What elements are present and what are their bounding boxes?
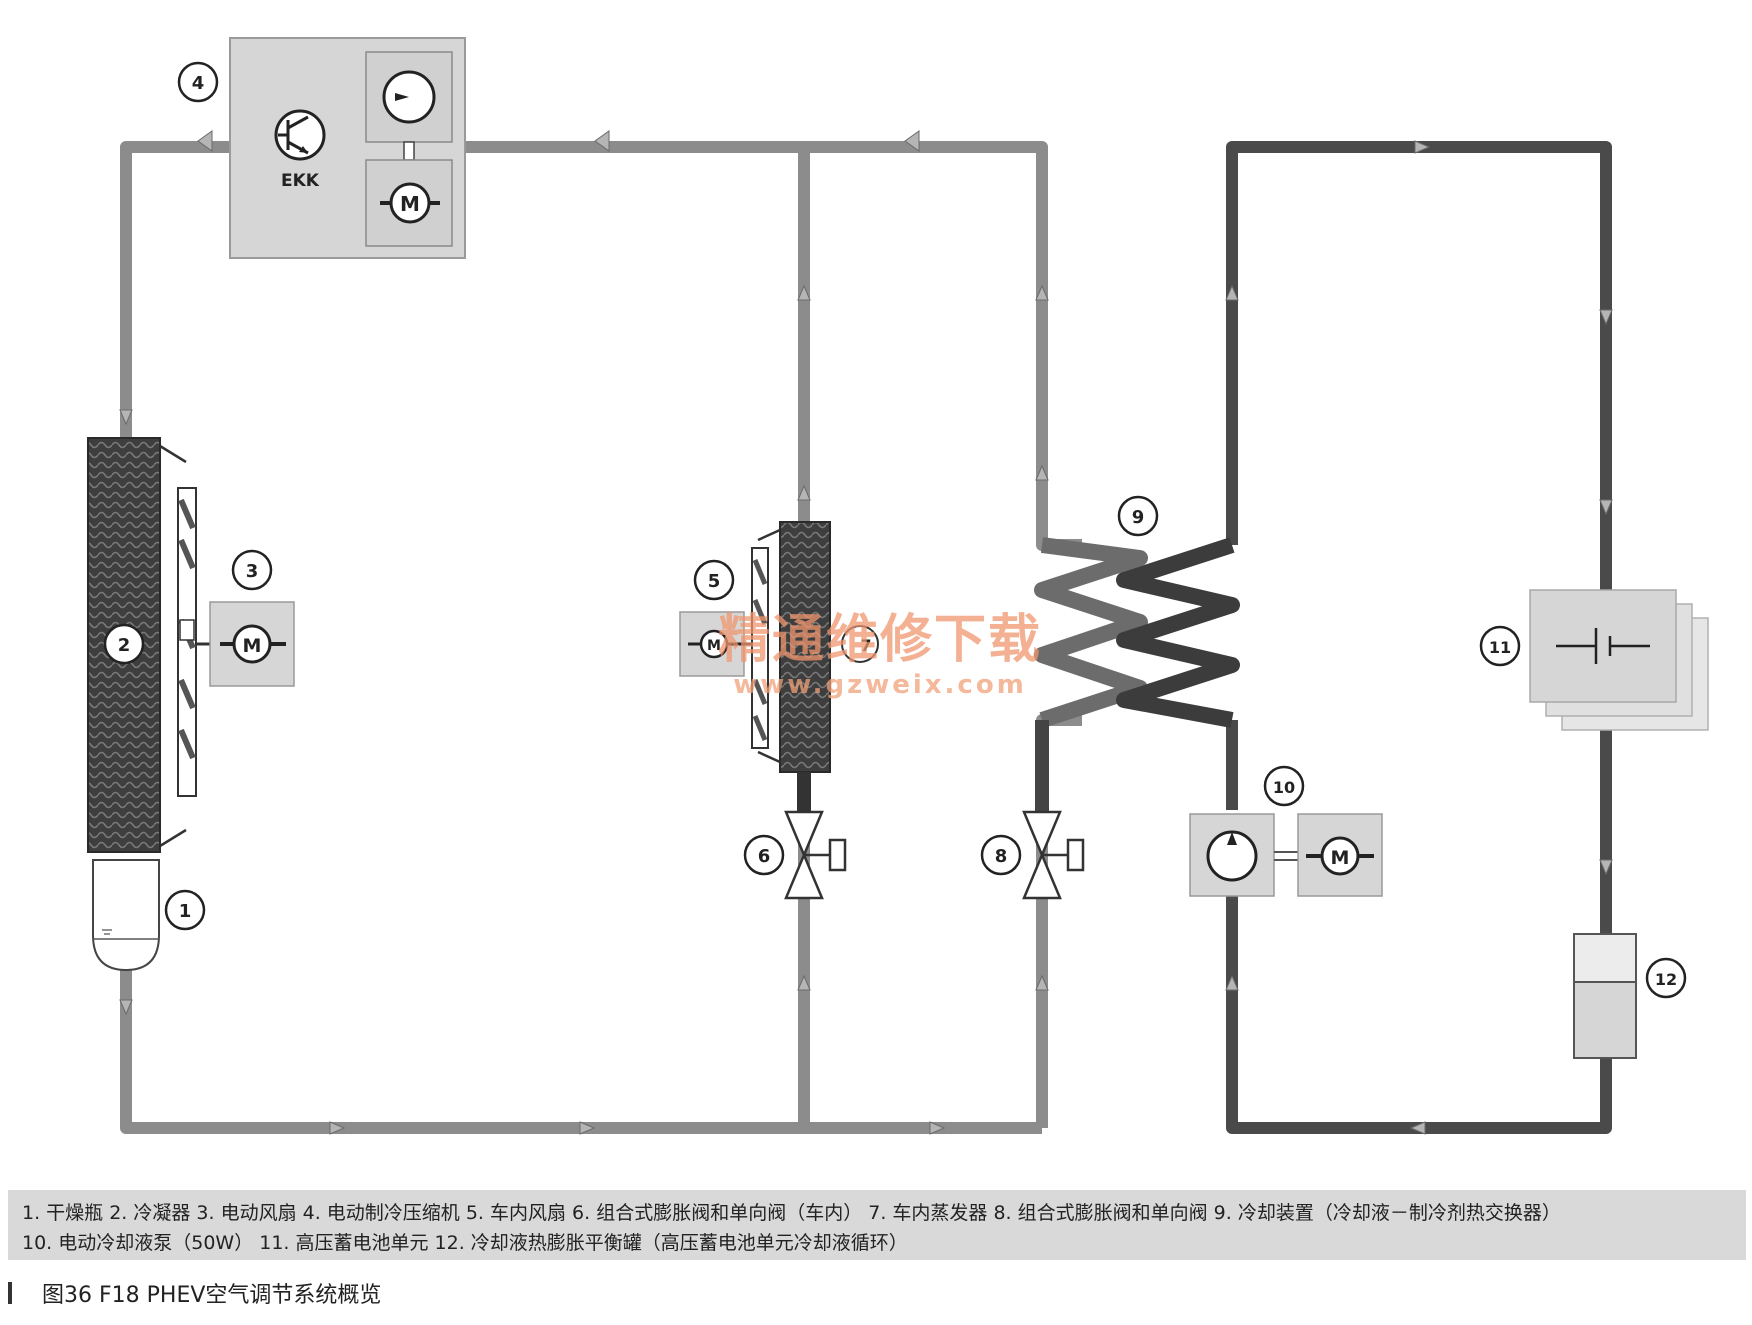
receiver-drier — [92, 859, 160, 972]
arrow-right-2 — [579, 1121, 596, 1135]
arrow-left-2 — [594, 130, 610, 152]
svg-text:8: 8 — [995, 846, 1008, 867]
evaporator-temp-sensor-icon — [841, 625, 879, 663]
svg-text:M: M — [400, 192, 420, 216]
arrow-left-1 — [197, 130, 213, 152]
callout-3: 3 — [231, 549, 273, 591]
cabin-blower-motor: M — [679, 611, 752, 677]
coolant-pipe-bottom — [1226, 880, 1612, 1134]
svg-text:10: 10 — [1273, 778, 1295, 797]
svg-text:6: 6 — [758, 846, 771, 867]
arrow-coolant-up-1 — [1225, 284, 1239, 301]
svg-text:3: 3 — [246, 561, 259, 582]
coolant-pipe-left — [1226, 141, 1612, 590]
evaporator — [779, 521, 831, 773]
arrow-coolant-right — [1414, 140, 1431, 154]
condenser-fan-motor: M — [209, 601, 295, 687]
callout-5: 5 — [693, 559, 735, 601]
compressor-motor-icon: M — [380, 182, 440, 224]
svg-text:9: 9 — [1132, 507, 1145, 528]
arrow-coolant-down-3 — [1599, 859, 1613, 876]
arrow-up-3 — [797, 974, 811, 991]
arrow-down-1 — [119, 409, 133, 426]
svg-text:12: 12 — [1655, 970, 1677, 989]
callout-4: 4 — [177, 61, 219, 103]
legend: 1. 干燥瓶 2. 冷凝器 3. 电动风扇 4. 电动制冷压缩机 5. 车内风扇… — [8, 1190, 1746, 1260]
svg-text:M: M — [707, 638, 721, 654]
callout-2: 2 — [103, 623, 145, 665]
hv-battery — [1529, 589, 1709, 731]
chiller-coolant-coil — [1116, 537, 1240, 728]
svg-text:M: M — [243, 635, 262, 657]
callout-11: 11 — [1479, 625, 1521, 667]
figure-caption: 图36 F18 PHEV空气调节系统概览 — [8, 1276, 381, 1310]
arrow-right-1 — [329, 1121, 346, 1135]
callout-markers: 1 2 3 4 5 6 7 8 9 10 11 12 — [103, 61, 1687, 999]
arrow-coolant-up-2 — [1225, 974, 1239, 991]
electric-coolant-pump: M — [1189, 813, 1383, 897]
caption-marker — [8, 1282, 12, 1304]
coolant-expansion-tank — [1573, 933, 1637, 1059]
legend-line-1: 1. 干燥瓶 2. 冷凝器 3. 电动风扇 4. 电动制冷压缩机 5. 车内风扇… — [22, 1202, 1561, 1224]
svg-text:7: 7 — [860, 636, 871, 655]
compressor-label: EKK — [281, 171, 320, 191]
callout-8: 8 — [980, 834, 1022, 876]
arrow-right-3 — [929, 1121, 946, 1135]
expansion-valve-cabin — [784, 772, 847, 900]
callout-10: 10 — [1263, 765, 1305, 807]
condenser-fan-shroud — [159, 444, 210, 848]
arrow-up-5 — [1035, 464, 1049, 481]
arrow-up-2 — [797, 484, 811, 501]
caption-text: 图36 F18 PHEV空气调节系统概览 — [42, 1283, 382, 1308]
electric-compressor: M EKK — [229, 37, 466, 259]
svg-text:4: 4 — [192, 73, 205, 94]
callout-7: 7 — [860, 636, 871, 655]
svg-text:2: 2 — [118, 635, 131, 656]
svg-text:5: 5 — [708, 571, 721, 592]
pipe-top-return — [463, 141, 1048, 490]
arrow-up-6 — [1035, 974, 1049, 991]
svg-text:11: 11 — [1489, 638, 1511, 657]
arrow-coolant-left — [1409, 1121, 1426, 1135]
transistor-icon — [274, 109, 326, 161]
arrow-down-2 — [119, 999, 133, 1016]
callout-6: 6 — [743, 834, 785, 876]
legend-line-2: 10. 电动冷却液泵（50W） 11. 高压蓄电池单元 12. 冷却液热膨胀平衡… — [22, 1232, 908, 1254]
svg-text:M: M — [1331, 847, 1350, 869]
arrow-coolant-down-1 — [1599, 309, 1613, 326]
pipe-chiller-inlet — [1036, 490, 1082, 551]
cabin-blower-shroud — [751, 528, 781, 764]
arrow-coolant-down-2 — [1599, 499, 1613, 516]
flow-arrows — [119, 130, 1613, 1135]
svg-text:1: 1 — [179, 901, 192, 922]
callout-1: 1 — [164, 889, 206, 931]
arrow-up-1 — [797, 284, 811, 301]
pipe-compressor-to-condenser — [120, 141, 232, 440]
pipe-drier-to-bottom — [120, 970, 1042, 1134]
expansion-valve-chiller — [1022, 720, 1085, 900]
arrow-up-4 — [1035, 284, 1049, 301]
callout-12: 12 — [1645, 957, 1687, 999]
callout-9: 9 — [1117, 495, 1159, 537]
arrow-left-3 — [904, 130, 920, 152]
